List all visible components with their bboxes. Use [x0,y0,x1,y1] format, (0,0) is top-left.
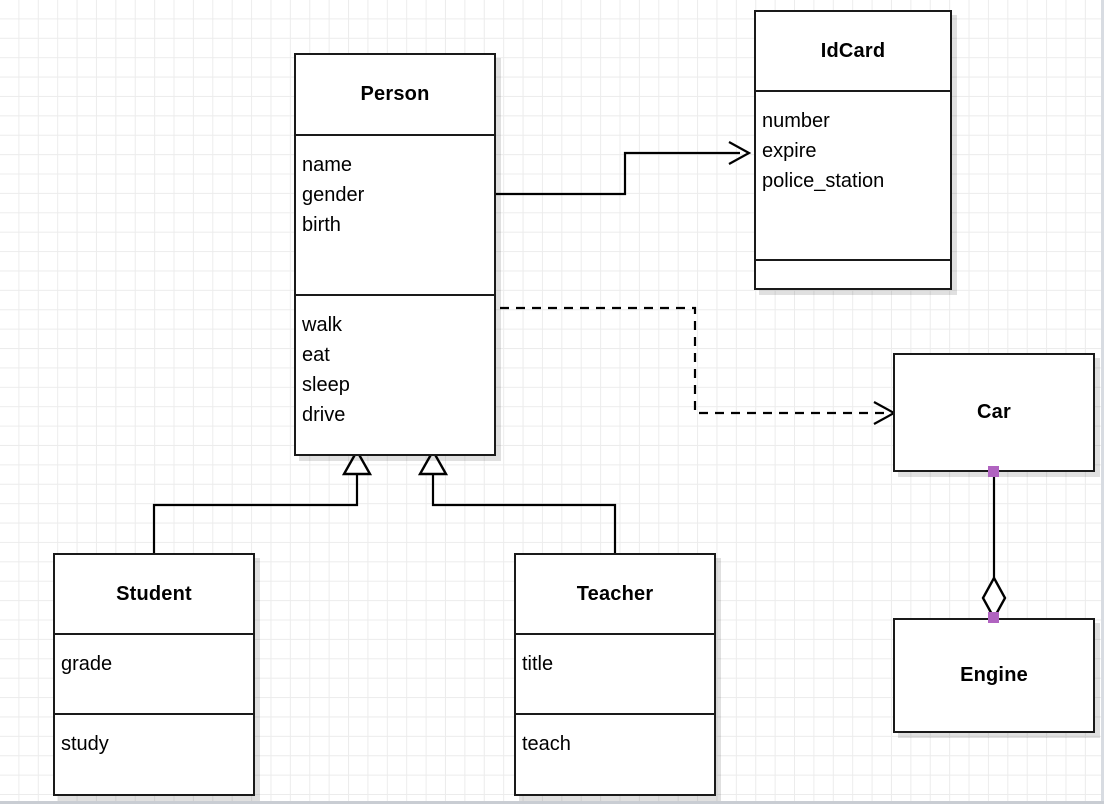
class-teacher-methods: teach [516,713,714,798]
class-teacher[interactable]: Teacher title teach [514,553,716,796]
canvas-bottom-edge [0,801,1104,804]
class-idcard-attributes: number expire police_station [756,90,950,259]
class-idcard[interactable]: IdCard number expire police_station [754,10,952,290]
generalization-student-person[interactable] [152,448,373,553]
class-teacher-attributes: title [516,633,714,713]
method: eat [302,344,330,366]
attribute: grade [61,653,113,675]
class-student-title: Student [116,582,192,605]
attribute: gender [302,184,365,206]
method: sleep [302,374,350,396]
class-engine-title: Engine [960,664,1028,686]
dependency-person-car[interactable] [500,306,897,425]
method: drive [302,404,346,426]
method: walk [302,314,343,336]
class-person-attributes: name gender birth [296,134,494,294]
attribute: birth [302,214,341,236]
aggregation-car-engine[interactable] [981,472,1007,621]
connection-handle-car-bottom[interactable] [988,466,999,477]
class-idcard-methods [756,259,950,292]
attribute: police_station [762,170,885,192]
class-person-title: Person [360,83,430,105]
class-idcard-title: IdCard [820,39,886,62]
attribute: title [522,653,554,675]
class-car[interactable]: Car [893,353,1095,472]
class-person-methods: walk eat sleep drive [296,294,494,455]
class-engine[interactable]: Engine [893,618,1095,733]
canvas-right-edge [1101,0,1104,804]
generalization-teacher-person[interactable] [417,448,617,553]
class-student[interactable]: Student grade study [53,553,255,796]
class-student-attributes: grade [55,633,253,713]
attribute: number [762,110,830,132]
method: teach [522,733,571,755]
method: study [61,733,109,755]
class-teacher-title: Teacher [576,582,654,605]
class-car-title: Car [977,401,1011,423]
class-person[interactable]: Person name gender birth walk eat sleep … [294,53,496,456]
attribute: name [302,154,353,176]
attribute: expire [762,140,817,162]
class-student-methods: study [55,713,253,798]
connection-handle-engine-top[interactable] [988,612,999,623]
association-person-idcard[interactable] [496,141,752,196]
